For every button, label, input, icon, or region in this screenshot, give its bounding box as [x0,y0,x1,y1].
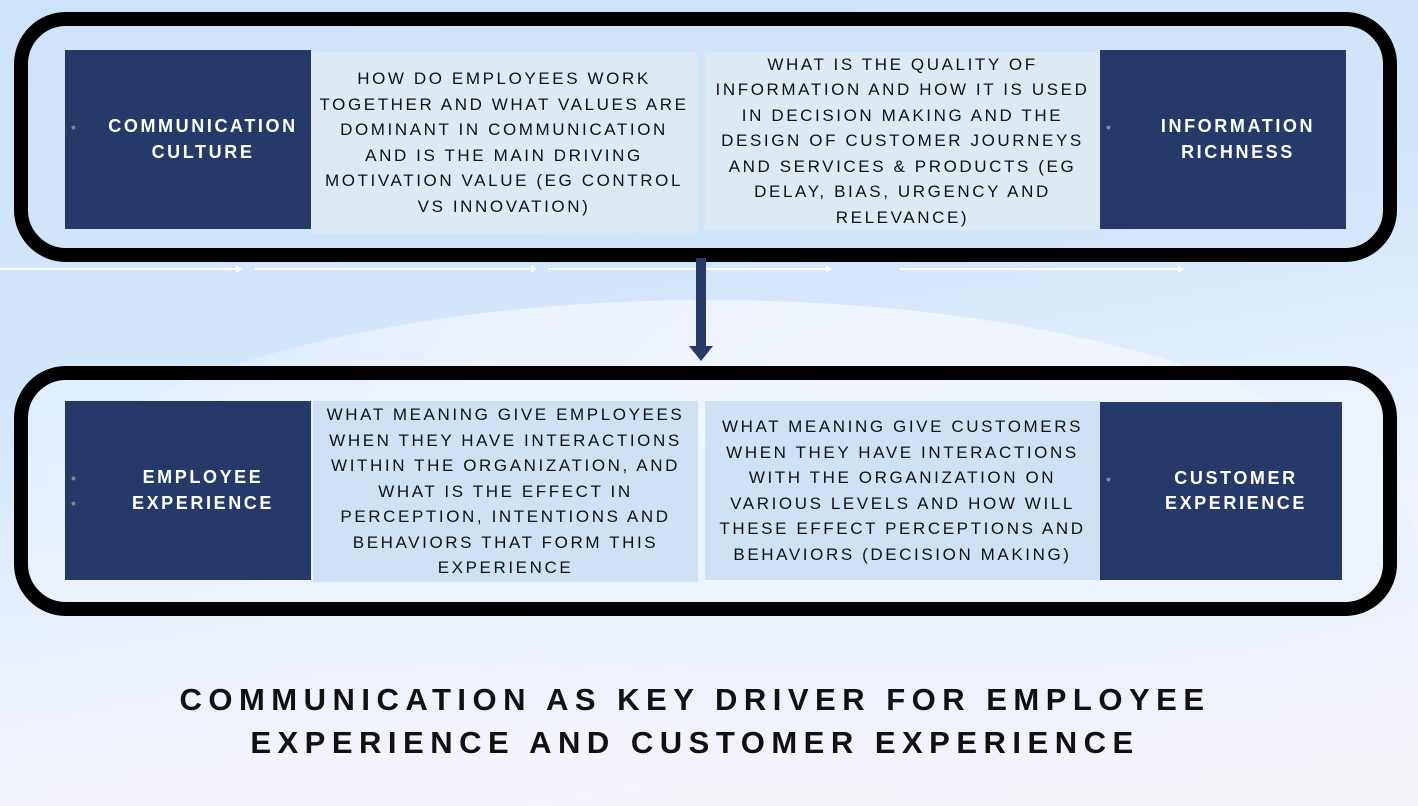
question-text: WHAT IS THE QUALITY OF INFORMATION AND H… [715,54,1090,227]
question-text: WHAT MEANING GIVE CUSTOMERS WHEN THEY HA… [719,417,1086,564]
information-richness-question: WHAT IS THE QUALITY OF INFORMATION AND H… [705,52,1100,230]
customer-experience-question: WHAT MEANING GIVE CUSTOMERS WHEN THEY HA… [705,401,1100,580]
connector-line [255,265,537,273]
bullet-icon: • [1106,471,1114,487]
connector-line [900,265,1184,273]
connector-line [548,265,832,273]
employee-experience-question: WHAT MEANING GIVE EMPLOYEES WHEN THEY HA… [313,401,698,582]
box-label: CUSTOMER EXPERIENCE [1164,467,1308,514]
bullet-icon: •• [71,470,79,511]
bullet-icon: • [1106,119,1114,135]
question-text: WHAT MEANING GIVE EMPLOYEES WHEN THEY HA… [326,405,685,578]
box-label: EMPLOYEE EXPERIENCE [131,467,275,513]
slide-title-line2: EXPERIENCE AND CUSTOMER EXPERIENCE [250,725,1140,760]
box-label: INFORMATION RICHNESS [1160,116,1316,162]
bullet-icon: • [71,119,79,135]
information-richness-box: • INFORMATION RICHNESS [1100,50,1346,229]
down-arrow-icon [689,258,713,361]
communication-culture-box: • COMMUNICATION CULTURE [65,50,311,229]
connector-line [0,265,242,273]
employee-experience-box: •• EMPLOYEE EXPERIENCE [65,401,311,580]
customer-experience-box: • CUSTOMER EXPERIENCE [1100,402,1342,580]
question-text: HOW DO EMPLOYEES WORK TOGETHER AND WHAT … [319,69,689,216]
slide-title-line1: COMMUNICATION AS KEY DRIVER FOR EMPLOYEE [179,682,1211,717]
box-label: COMMUNICATION CULTURE [108,116,298,162]
communication-culture-question: HOW DO EMPLOYEES WORK TOGETHER AND WHAT … [311,52,697,233]
